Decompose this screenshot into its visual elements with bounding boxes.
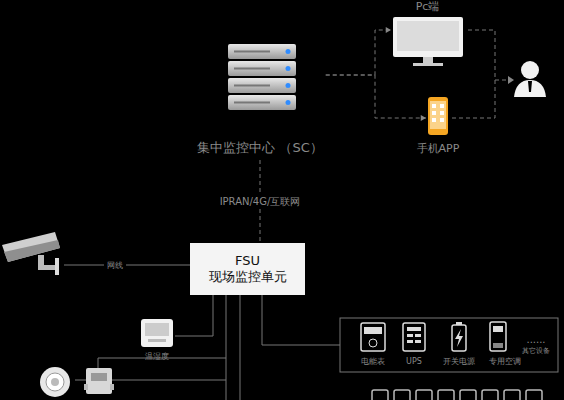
node-text: UPS [406, 357, 422, 367]
node-text: 专用空调 [489, 357, 521, 367]
arrow-head [421, 115, 426, 121]
camera-icon [2, 232, 60, 275]
node-text: 现场监控单元 [209, 269, 287, 285]
node-text: 温湿度 [145, 352, 169, 362]
arrow-head [386, 27, 391, 33]
sensor-box-icon [84, 368, 114, 394]
phone-icon [428, 97, 448, 135]
connector [175, 295, 213, 336]
meter-icon [361, 323, 385, 351]
cable-label: 网线 [104, 260, 126, 271]
aircon-node: 专用空调 [482, 321, 528, 367]
pc-node: Pc端 [385, 0, 470, 66]
detector-icon [40, 367, 70, 397]
connector [326, 27, 391, 75]
node-text: 集中监控中心 （SC） [197, 140, 322, 156]
user-links [452, 30, 508, 118]
meter-node: 电能表 [352, 321, 394, 367]
more-node: ......其它设备 [516, 326, 556, 364]
bus-lines [75, 295, 340, 400]
cable-line [64, 265, 190, 266]
edge-label: IPRAN/4G/互联网 [217, 195, 304, 209]
ups-icon [403, 323, 425, 351]
node-text: ...... [526, 334, 545, 347]
node-text: 其它设备 [522, 347, 550, 356]
ups-node: UPS [396, 321, 432, 367]
sensor-icon [141, 319, 173, 347]
node-text: 手机APP [417, 142, 460, 156]
monitor-icon [393, 17, 463, 66]
person-icon [514, 61, 546, 97]
device-row [372, 390, 542, 400]
server-node: 集中监控中心 （SC） [194, 40, 325, 156]
power-icon [452, 322, 466, 351]
power-node: 开关电源 [436, 321, 482, 367]
server-icon [228, 44, 296, 110]
arrow-head [508, 76, 514, 84]
node-text: Pc端 [416, 0, 440, 14]
node-text: FSU [235, 253, 260, 269]
fsu-box: FSU现场监控单元 [190, 243, 305, 295]
app-node: 手机APP [408, 94, 468, 156]
device-panel [340, 318, 558, 372]
node-text: 开关电源 [443, 357, 475, 367]
aircon-icon [490, 322, 506, 351]
connector [326, 75, 426, 121]
sensor-node: 温湿度 [135, 316, 179, 362]
node-text: 电能表 [361, 357, 385, 367]
